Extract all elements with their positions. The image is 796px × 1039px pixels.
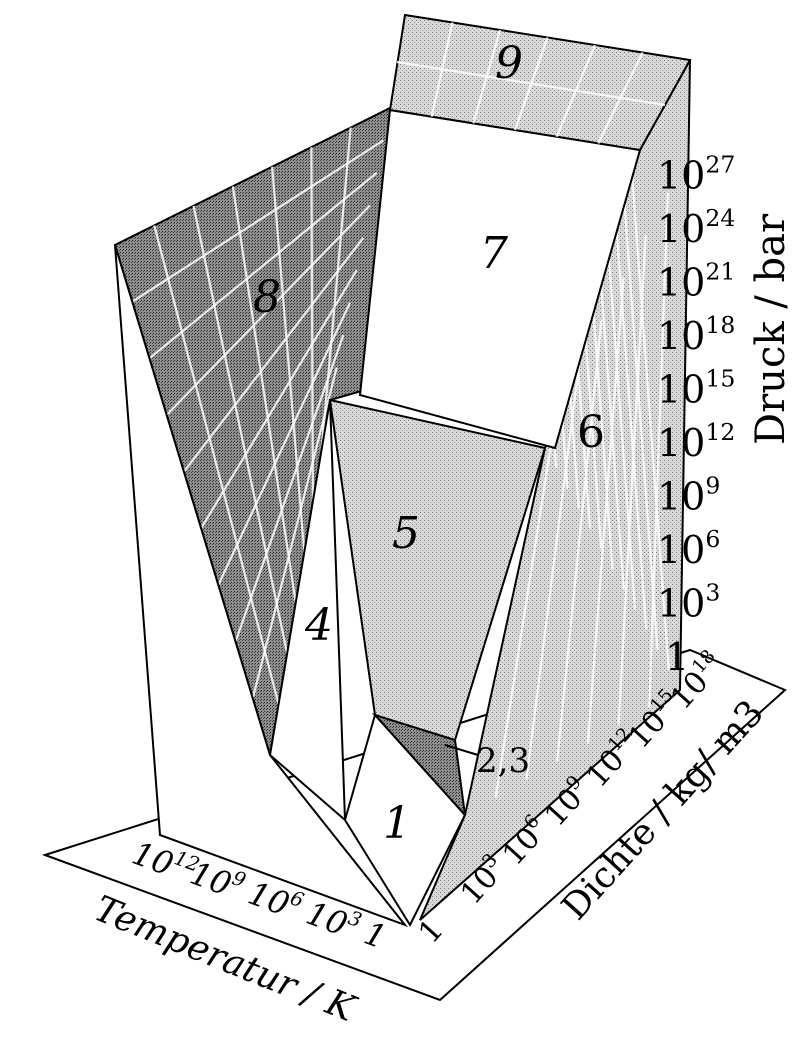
grid-line <box>271 166 306 553</box>
grid-line <box>396 60 666 107</box>
grid-line <box>183 237 365 473</box>
pressure-tick-5: 1015 <box>657 365 735 412</box>
grid-line <box>525 362 581 780</box>
grid-line <box>575 348 592 529</box>
grid-line <box>586 277 625 744</box>
region-label-6: 6 <box>577 407 605 458</box>
region-label-8: 8 <box>253 272 281 323</box>
pressure-axis-label: Druck / bar <box>748 213 794 445</box>
pressure-tick-3-exponent: 9 <box>705 472 720 500</box>
pressure-tick-3: 109 <box>657 472 720 519</box>
grid-line <box>148 172 378 360</box>
grid-line <box>217 302 351 586</box>
pressure-tick-8-exponent: 24 <box>705 204 735 232</box>
region-label-5: 5 <box>392 508 420 559</box>
grid-line <box>310 147 314 502</box>
pressure-tick-1-exponent: 3 <box>705 579 720 607</box>
grid-line <box>583 323 603 549</box>
region-label-1: 1 <box>383 798 411 849</box>
grid-region-9 <box>396 22 666 144</box>
pressure-tick-1: 103 <box>657 579 720 626</box>
pressure-tick-0-base: 1 <box>665 635 689 679</box>
grid-line <box>591 298 614 570</box>
region-label-9: 9 <box>495 38 523 89</box>
pressure-tick-2: 106 <box>657 525 720 572</box>
grid-line <box>556 320 603 762</box>
grid-line <box>648 192 669 708</box>
grid-line <box>630 174 670 670</box>
pressure-tick-2-base: 10 <box>657 528 705 572</box>
pressure-tick-4-exponent: 12 <box>705 418 735 446</box>
grid-line <box>131 139 384 303</box>
region-label-4: 4 <box>304 600 333 651</box>
pressure-tick-5-base: 10 <box>657 368 705 412</box>
pressure-tick-4-base: 10 <box>657 421 705 465</box>
grid-line <box>615 224 648 630</box>
region-label-7: 7 <box>480 228 508 279</box>
pressure-tick-6-exponent: 18 <box>705 311 735 339</box>
grid-line <box>192 205 289 654</box>
grid-right-wall <box>494 174 670 798</box>
surface-region-5 <box>328 398 547 742</box>
grid-line <box>200 269 358 529</box>
pressure-tick-7: 1021 <box>657 258 735 305</box>
grid-region-8 <box>131 127 384 705</box>
grid-line <box>607 249 637 610</box>
pressure-tick-2-exponent: 6 <box>705 525 720 553</box>
grid-line <box>494 405 559 798</box>
pressure-tick-6: 1018 <box>657 311 735 358</box>
grid-line <box>153 225 280 705</box>
grid-line <box>617 235 647 726</box>
grid-line <box>231 186 297 604</box>
pressure-tick-9: 1027 <box>657 151 735 198</box>
pressure-tick-8: 1024 <box>657 204 735 251</box>
surface-region-4 <box>268 399 347 823</box>
pressure-tick-7-base: 10 <box>657 261 705 305</box>
pressure-tick-5-exponent: 15 <box>705 365 735 393</box>
grid-line <box>165 204 371 416</box>
left-wall <box>114 244 408 928</box>
grid-line <box>623 199 659 650</box>
grid-line <box>234 334 345 643</box>
pressure-tick-3-base: 10 <box>657 475 705 519</box>
pressure-tick-8-base: 10 <box>657 207 705 251</box>
region-label-2-3: 2,3 <box>476 741 530 781</box>
pressure-tick-0: 1 <box>665 635 689 679</box>
pressure-tick-9-exponent: 27 <box>705 151 735 179</box>
pressure-tick-4: 1012 <box>657 418 735 465</box>
pressure-tick-9-base: 10 <box>657 154 705 198</box>
pointer-line-2-3 <box>444 744 479 756</box>
pressure-tick-1-base: 10 <box>657 582 705 626</box>
grid-line <box>320 127 352 451</box>
pressure-tick-7-exponent: 21 <box>705 258 735 286</box>
grid-line <box>251 367 338 699</box>
pressure-tick-6-base: 10 <box>657 314 705 358</box>
